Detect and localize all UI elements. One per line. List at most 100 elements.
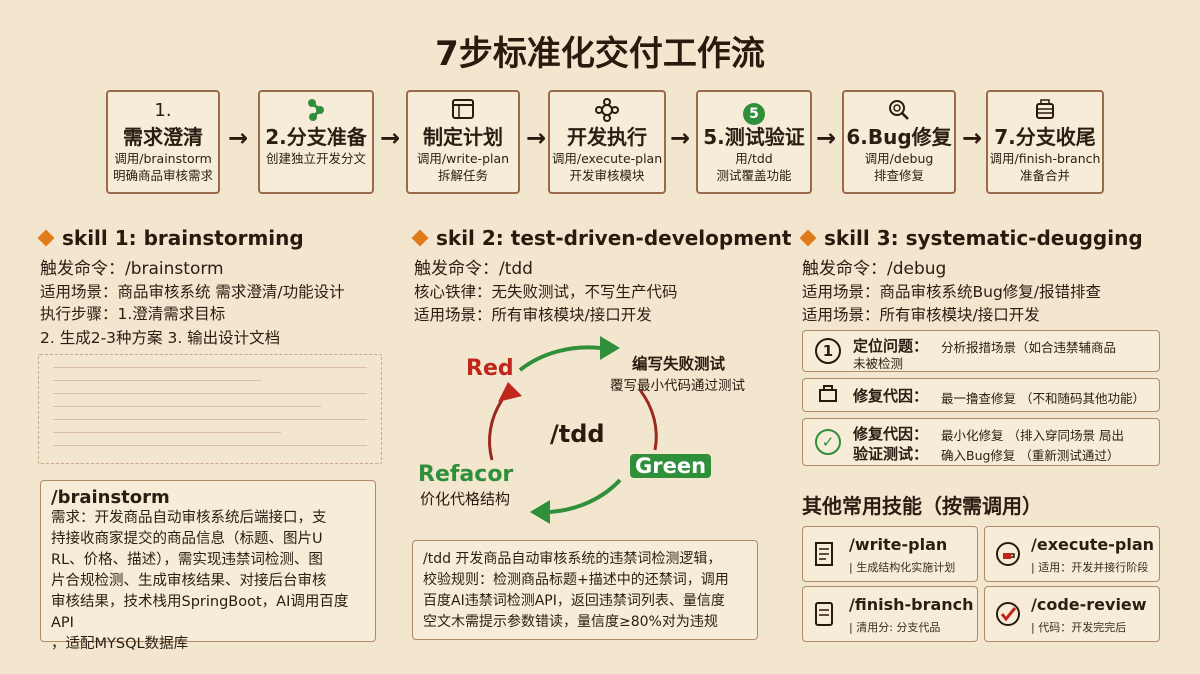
prompt-line: RL、价格、描述），需实现违禁词检测、图 xyxy=(51,552,323,568)
step-number-1: 1. xyxy=(154,100,172,121)
skill2-heading: skil 2: test-driven-development xyxy=(411,226,791,250)
debug-row-label: 修复代因： xyxy=(853,387,929,405)
debug-row-label: 定位问题： xyxy=(853,337,929,355)
debug-row-text: 确入Bug修复 （重新测试通过） xyxy=(941,448,1120,463)
step-sub: 用/tdd xyxy=(735,151,773,166)
arrow-icon: → xyxy=(962,124,983,152)
step-test[interactable]: 5 5.测试验证 用/tdd 测试覆盖功能 xyxy=(696,90,812,194)
card-name: /execute-plan xyxy=(1031,535,1155,554)
step-sub: 测试覆盖功能 xyxy=(716,168,792,183)
arrow-icon: → xyxy=(526,124,547,152)
red-note: 编写失败测试 xyxy=(632,355,726,373)
card-desc: | 适用：开发并接行阶段 xyxy=(1031,561,1149,574)
skill1-trigger: 触发命令：/brainstorm xyxy=(40,259,224,279)
card-code-review[interactable]: /code-review | 代码：开发完完后 xyxy=(984,586,1160,642)
arrow-icon: → xyxy=(670,124,691,152)
step-name: 7.分支收尾 xyxy=(994,125,1096,149)
step-sub: 调用/finish-branch xyxy=(989,151,1101,166)
skill2-scene: 适用场景：所有审核模块/接口开发 xyxy=(414,306,652,324)
card-name: /code-review xyxy=(1031,595,1147,614)
card-finish-branch[interactable]: /finish-branch | 清用分: 分支代品 xyxy=(802,586,978,642)
prompt-line: /tdd 开发商品自动审核系统的违禁词检测逻辑， xyxy=(423,551,722,567)
skill1-steps-2: 2. 生成2-3种方案 3. 输出设计文档 xyxy=(40,329,281,347)
step-execute[interactable]: 开发执行 调用/execute-plan 开发审核模块 xyxy=(548,90,666,194)
skill2-trigger: 触发命令：/tdd xyxy=(414,259,533,279)
skill3-heading: skill 3: systematic-deugging xyxy=(799,226,1143,250)
debug-row-label-2: 验证测试： xyxy=(853,445,929,463)
step-name: 5.测试验证 xyxy=(703,125,805,149)
card-desc: | 代码：开发完完后 xyxy=(1031,621,1127,634)
step-name: 开发执行 xyxy=(567,125,647,149)
document-icon xyxy=(813,541,835,573)
branch-icon xyxy=(260,98,372,124)
tdd-center-label: /tdd xyxy=(550,420,605,448)
prompt-line: 校验规则：检测商品标题+描述中的还禁词，调用 xyxy=(423,572,729,588)
step-sub: 调用/brainstorm xyxy=(114,151,212,166)
other-skills-title: 其他常用技能（按需调用） xyxy=(802,494,1042,518)
wrench-icon xyxy=(815,382,841,408)
debug-verify-row: ✓ 修复代因： 验证测试： 最小化修复 （排入穿同场景 局出 确入Bug修复 （… xyxy=(802,418,1160,466)
card-desc: | 清用分: 分支代品 xyxy=(849,621,941,634)
box-icon xyxy=(988,98,1102,124)
step-sub: 明确商品审核需求 xyxy=(112,168,213,183)
brainstorm-prompt-box: /brainstorm 需求：开发商品自动审核系统后端接口，支 持接收商家提交的… xyxy=(40,480,376,652)
red-label: Red xyxy=(466,356,514,381)
step-sub: 调用/write-plan xyxy=(416,151,510,166)
prompt-title: /brainstorm xyxy=(51,487,170,508)
prompt-line: 空文木需提示参数错读，量信度≥80%对为违规 xyxy=(423,614,718,630)
debug-row-text: 最小化修复 （排入穿同场景 局出 xyxy=(941,428,1124,443)
step-name: 制定计划 xyxy=(423,125,503,149)
skill3-scene-2: 适用场景：所有审核模块/接口开发 xyxy=(802,306,1040,324)
diamond-icon xyxy=(799,229,817,246)
search-icon xyxy=(844,98,954,124)
step-sub: 排查修复 xyxy=(873,168,924,183)
page-icon xyxy=(813,601,835,633)
card-write-plan[interactable]: /write-plan | 生成结构化实施计划 xyxy=(802,526,978,582)
prompt-line: ，适配MYSQL数据库 xyxy=(51,636,189,652)
refactor-label: Refacor xyxy=(418,462,514,487)
step-branch-prepare[interactable]: 2.分支准备 创建独立开发分文 xyxy=(258,90,374,194)
prompt-line: 需求：开发商品自动审核系统后端接口，支 xyxy=(51,510,327,526)
skill1-steps: 执行步骤：1.澄清需求目标 xyxy=(40,305,226,323)
step-sub: 调用/debug xyxy=(864,151,934,166)
debug-row-text: 最一撸查修复 （不和随码其他功能） xyxy=(941,391,1145,406)
step-name: 需求澄清 xyxy=(123,125,203,149)
check-icon: ✓ xyxy=(815,429,841,455)
step-sub: 拆解任务 xyxy=(437,168,488,183)
document-icon xyxy=(408,98,518,124)
page-title: 7步标准化交付工作流 xyxy=(435,34,765,74)
arrow-icon: → xyxy=(816,124,837,152)
debug-row-text: 分析报措场景（如合违禁辅商品 xyxy=(941,340,1117,355)
skill3-scene: 适用场景：商品审核系统Bug修复/报错排查 xyxy=(802,283,1102,301)
check-icon xyxy=(995,601,1021,633)
step-bugfix[interactable]: 6.Bug修复 调用/debug 排查修复 xyxy=(842,90,956,194)
card-name: /write-plan xyxy=(849,535,948,554)
step-finish-branch[interactable]: 7.分支收尾 调用/finish-branch 准备合并 xyxy=(986,90,1104,194)
diamond-icon xyxy=(37,229,55,246)
step-requirements[interactable]: 1. 需求澄清 调用/brainstorm 明确商品审核需求 xyxy=(106,90,220,194)
skill1-heading: skill 1: brainstorming xyxy=(37,226,304,250)
debug-row-text: 未被检测 xyxy=(853,356,904,371)
tdd-prompt-box: /tdd 开发商品自动审核系统的违禁词检测逻辑， 校验规则：检测商品标题+描述中… xyxy=(412,540,758,640)
gear-icon xyxy=(550,98,664,124)
prompt-line: 片合规检测、生成审核结果、对接后台审核 xyxy=(51,573,327,589)
prompt-line: 审核结果，技术栈用SpringBoot，AI调用百度API xyxy=(51,594,349,631)
debug-row-label: 修复代因： xyxy=(853,425,929,443)
debug-locate-row: 1 定位问题： 分析报措场景（如合违禁辅商品 未被检测 xyxy=(802,330,1160,372)
card-execute-plan[interactable]: /execute-plan | 适用：开发并接行阶段 xyxy=(984,526,1160,582)
step-name: 6.Bug修复 xyxy=(846,125,952,149)
terminal-placeholder xyxy=(38,354,382,464)
card-name: /finish-branch xyxy=(849,595,974,614)
number-one-icon: 1 xyxy=(815,338,841,364)
step-plan[interactable]: 制定计划 调用/write-plan 拆解任务 xyxy=(406,90,520,194)
green-label: Green xyxy=(630,454,712,478)
step-name: 2.分支准备 xyxy=(265,125,367,149)
red-note-2: 覆写最小代码通过测试 xyxy=(610,378,745,394)
debug-fix-row: 修复代因： 最一撸查修复 （不和随码其他功能） xyxy=(802,378,1160,412)
prompt-line: 持接收商家提交的商品信息（标题、图片U xyxy=(51,531,323,547)
tdd-cycle-diagram xyxy=(488,336,658,524)
step-sub: 创建独立开发分文 xyxy=(265,151,366,166)
number-five-icon: 5 xyxy=(698,98,810,125)
skill1-scene: 适用场景：商品审核系统 需求澄清/功能设计 xyxy=(40,283,345,301)
prompt-line: 百度AI违禁词检测API，返回违禁词列表、量信度 xyxy=(423,593,725,609)
